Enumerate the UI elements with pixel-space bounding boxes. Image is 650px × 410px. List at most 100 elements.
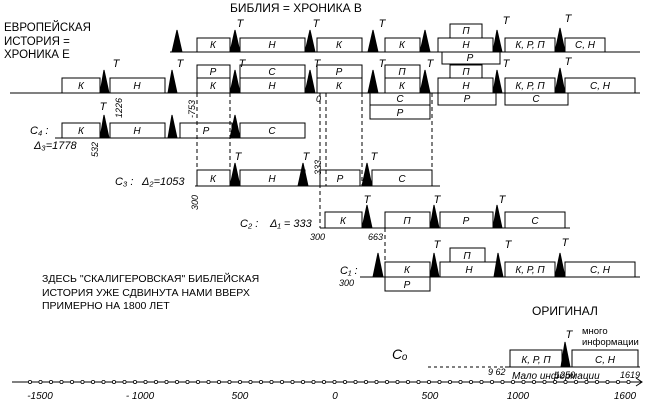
block-label: К [210,174,217,185]
block-n [239,37,306,53]
axis-dot [269,379,274,384]
block-s [504,211,566,229]
axis-dot [447,379,452,384]
block-label: П [462,67,470,78]
tsunami-peak [493,252,504,278]
axis-dot [132,379,137,384]
block-s [504,92,569,106]
block-label: Р [203,126,210,137]
tsunami-peak [492,204,503,229]
axis-dot [143,379,148,384]
block-r [196,64,231,79]
block-k [61,77,101,94]
axis-dot [258,379,263,384]
block-label: К [404,265,411,276]
block-p [384,211,431,229]
year-label: 1619 [620,370,640,380]
tsunami-peak [171,29,183,53]
block-label: К, Р, П [521,355,551,366]
block-label: Н [465,265,473,276]
block-sn [571,349,639,368]
year-label: 300 [190,195,200,210]
block-label: П [398,67,406,78]
axis-dot [363,379,368,384]
block-label: С [532,94,540,105]
axis-dot [395,379,400,384]
t-marker: Т [565,13,573,25]
axis-dot [605,379,610,384]
block-label: Н [268,174,276,185]
block-label: Р [210,67,217,78]
block-label: Р [404,280,411,291]
block-k [61,122,101,139]
block-label: С [396,94,404,105]
tsunami-peak [492,29,503,53]
much-info-label: много информации [582,326,639,348]
axis-dot [342,379,347,384]
axis-dot [489,379,494,384]
axis-dot [101,379,106,384]
block-label: Н [462,40,470,51]
t-marker: Т [503,15,511,27]
axis-dot [332,379,337,384]
t-marker: Т [434,239,442,251]
year-label: 333 [313,160,323,175]
tsunami-peak [419,69,431,94]
t-marker: Т [379,58,387,70]
axis-dot [290,379,295,384]
block-label: К [78,126,85,137]
block-label: К, Р, П [515,265,545,276]
block-label: Р [336,67,343,78]
axis-dot [458,379,463,384]
block-label: К [210,81,217,92]
block-label: Р [397,108,404,119]
axis-dot [626,379,631,384]
chron-label-c2: C₂ : [240,218,259,230]
axis-dot [27,379,32,384]
block-label: С [268,126,276,137]
t-marker: Т [371,151,379,163]
block-label: П [463,251,471,262]
axis-dot [153,379,158,384]
axis-dot [59,379,64,384]
tsunami-peak [560,341,571,368]
axis-dot [426,379,431,384]
block-krp [504,261,556,278]
block-p [449,23,483,39]
tsunami-peak [367,69,379,94]
bible-title: БИБЛИЯ = ХРОНИКА В [230,1,362,15]
block-p [449,247,486,263]
block-r [439,211,494,229]
axis-dot [38,379,43,384]
axis-dot [500,379,505,384]
block-k [316,37,363,53]
year-label: 663 [368,232,383,242]
tsunami-peak [297,162,309,187]
axis-dot [595,379,600,384]
t-marker: Т [427,58,435,70]
tsunami-peak [554,67,566,94]
block-label: Р [337,174,344,185]
block-r [437,92,497,106]
original-label: ОРИГИНАЛ [532,304,598,318]
axis-dot [174,379,179,384]
axis-tick-label: - 1000 [126,391,155,402]
year-label: 300 [310,232,325,242]
block-label: С, Н [595,355,616,366]
tsunami-peak [167,69,178,94]
year-label: -753 [187,100,197,118]
tsunami-peak [372,252,384,278]
axis-dot [227,379,232,384]
axis-dot [279,379,284,384]
year-label: 532 [90,142,100,157]
scaliger-note: ЗДЕСЬ "СКАЛИГЕРОВСКАЯ" БИБЛЕЙСКАЯ ИСТОРИ… [42,273,260,312]
axis-dot [553,379,558,384]
tsunami-peak [429,252,440,278]
t-marker: Т [237,18,245,30]
tsunami-peak [361,204,373,229]
axis-dot [416,379,421,384]
tsunami-peak [304,29,316,53]
tsunami-peak [167,114,178,139]
axis-tick-label: 1600 [614,391,637,402]
delta-label-d1: Δ₁ = 333 [270,218,312,230]
